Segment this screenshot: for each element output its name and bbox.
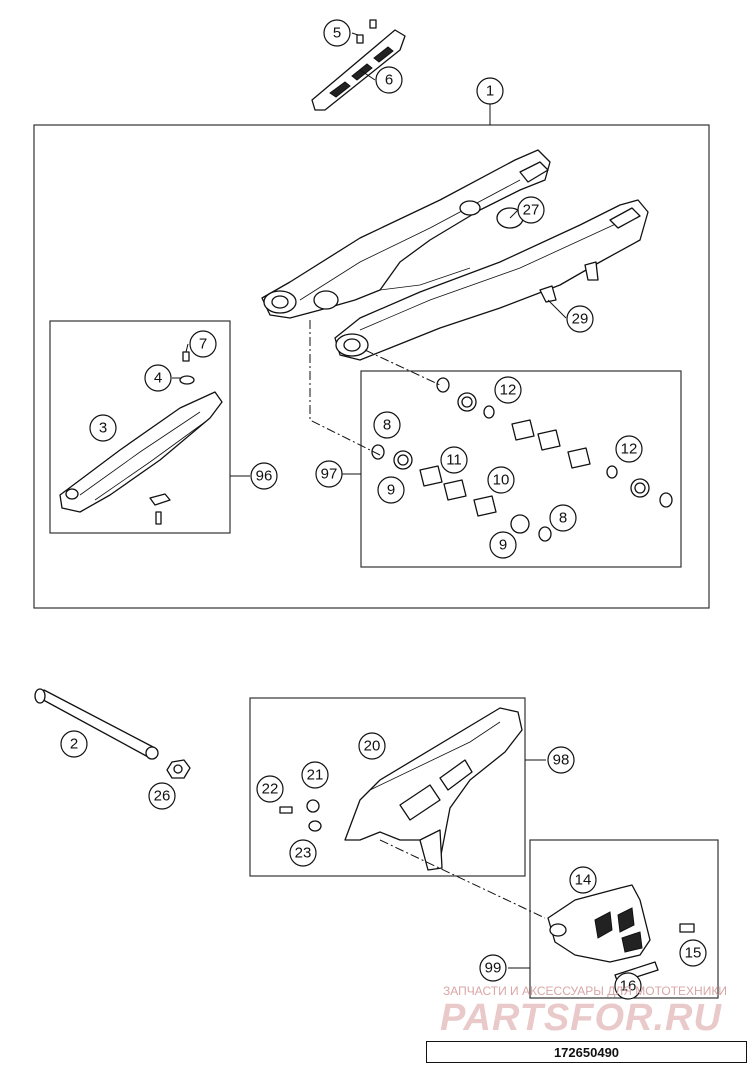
callout-4: 4 <box>144 364 172 392</box>
callout-99-label: 99 <box>485 960 502 977</box>
callout-20: 20 <box>358 732 386 760</box>
callout-29-label: 29 <box>572 311 589 328</box>
callout-11-label: 11 <box>446 452 462 469</box>
swingarm-pivot-axle-part <box>34 688 159 760</box>
watermark-brand: PARTSFOR.RU <box>440 997 722 1039</box>
callout-12b: 12 <box>615 435 643 463</box>
swingarm-assembly-frame <box>33 124 710 609</box>
bearing-kit-parts <box>371 377 673 542</box>
callout-22-label: 22 <box>262 781 279 798</box>
callout-98-label: 98 <box>553 752 570 769</box>
callout-3: 3 <box>89 414 117 442</box>
callout-9a: 9 <box>377 476 405 504</box>
callout-1: 1 <box>476 77 504 105</box>
callout-20-label: 20 <box>364 738 381 755</box>
callout-27: 27 <box>517 196 545 224</box>
callout-12b-label: 12 <box>621 441 638 458</box>
callout-9b: 9 <box>489 531 517 559</box>
leader-lines <box>172 32 567 969</box>
chain-guard-kit-frame <box>249 697 526 877</box>
callout-8a: 8 <box>373 411 401 439</box>
callout-6-label: 6 <box>385 72 393 89</box>
callout-26: 26 <box>148 782 176 810</box>
callout-5: 5 <box>323 19 351 47</box>
callout-6: 6 <box>375 66 403 94</box>
callout-7: 7 <box>189 330 217 358</box>
callout-8b-label: 8 <box>559 510 567 527</box>
callout-97: 97 <box>315 460 343 488</box>
assembly-line-swingarm-right <box>364 349 441 386</box>
callout-21: 21 <box>301 761 329 789</box>
callout-15-label: 15 <box>685 945 702 962</box>
callout-29: 29 <box>566 305 594 333</box>
callout-9b-label: 9 <box>499 537 507 554</box>
callout-9a-label: 9 <box>387 482 395 499</box>
callout-2: 2 <box>60 730 88 758</box>
callout-99: 99 <box>479 954 507 982</box>
bearing-kit-frame <box>360 370 682 568</box>
diagram-code-box: 172650490 <box>426 1041 747 1063</box>
chain-guard-part <box>279 707 523 871</box>
swingarm-part <box>261 149 649 361</box>
callout-15: 15 <box>679 939 707 967</box>
callout-26-label: 26 <box>154 788 171 805</box>
callout-96: 96 <box>250 462 278 490</box>
callout-1-label: 1 <box>486 83 494 100</box>
callout-11: 11 <box>440 446 468 474</box>
swingarm-chain-slider-part <box>59 351 223 525</box>
callout-10: 10 <box>487 466 515 494</box>
assembly-line-chain-guard <box>379 839 546 919</box>
callout-98: 98 <box>547 746 575 774</box>
callout-5-label: 5 <box>333 25 341 42</box>
callout-16-label: 16 <box>620 978 637 995</box>
chain-slider-kit-frame <box>49 320 231 534</box>
callout-14: 14 <box>569 866 597 894</box>
callout-23: 23 <box>289 839 317 867</box>
callout-3-label: 3 <box>99 420 107 437</box>
callout-96-label: 96 <box>256 468 273 485</box>
callout-7-label: 7 <box>199 336 207 353</box>
callout-27-label: 27 <box>523 202 540 219</box>
upper-chain-slider-part <box>311 19 406 111</box>
callout-12a: 12 <box>494 376 522 404</box>
watermark-tagline: ЗАПЧАСТИ И АКСЕССУАРЫ ДЛЯ МОТОТЕХНИКИ <box>443 984 727 998</box>
axle-nut-part <box>166 759 191 779</box>
callout-16: 16 <box>614 972 642 1000</box>
diagram-code: 172650490 <box>553 1044 620 1060</box>
callout-22: 22 <box>256 775 284 803</box>
callout-8b: 8 <box>549 504 577 532</box>
callout-12a-label: 12 <box>500 382 517 399</box>
callout-10-label: 10 <box>493 472 510 489</box>
callout-97-label: 97 <box>321 466 338 483</box>
callout-8a-label: 8 <box>383 417 391 434</box>
callout-4-label: 4 <box>154 370 162 387</box>
callout-21-label: 21 <box>307 767 324 784</box>
callout-23-label: 23 <box>295 845 312 862</box>
chain-guide-part <box>547 884 695 984</box>
callout-14-label: 14 <box>575 872 592 889</box>
callout-2-label: 2 <box>70 736 78 753</box>
